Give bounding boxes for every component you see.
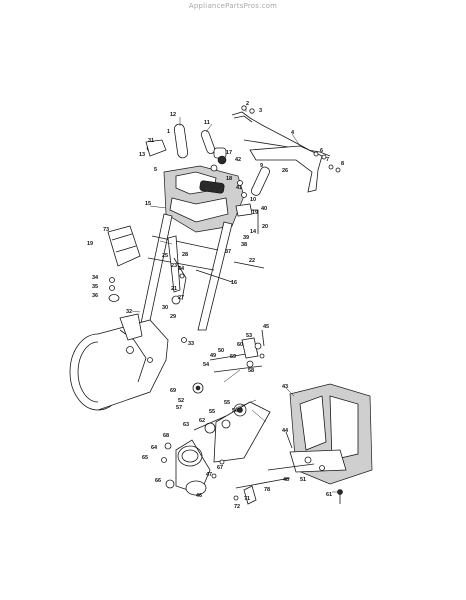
part-number-label: 29 bbox=[170, 314, 176, 320]
part-number-label: 17 bbox=[226, 150, 232, 156]
part-number-label: 58 bbox=[248, 368, 254, 374]
handle-frame bbox=[139, 203, 265, 331]
part-number-label: 28 bbox=[182, 252, 188, 258]
part-number-label: 12 bbox=[170, 112, 176, 118]
part-number-label: 48 bbox=[283, 477, 289, 483]
part-number-label: 47 bbox=[206, 472, 212, 478]
belt-drive bbox=[161, 382, 271, 496]
part-number-label: 61 bbox=[326, 492, 332, 498]
part-number-label: 2 bbox=[246, 101, 249, 107]
part-number-label: 21 bbox=[171, 286, 177, 292]
part-number-label: 5 bbox=[154, 167, 157, 173]
part-number-label: 4 bbox=[291, 130, 295, 136]
part-number-label: 42 bbox=[235, 157, 241, 163]
part-number-label: 62 bbox=[199, 418, 205, 424]
part-number-label: 13 bbox=[139, 152, 145, 158]
part-number-label: 38 bbox=[241, 242, 247, 248]
part-number-label: 9 bbox=[260, 163, 263, 169]
part-number-label: 44 bbox=[282, 428, 289, 434]
part-number-label: 53 bbox=[246, 333, 252, 339]
part-number-label: 26 bbox=[282, 168, 288, 174]
watermark: AppliancePartsPros.com bbox=[188, 2, 278, 10]
part-number-label: 52 bbox=[178, 398, 184, 404]
part-number-label: 8 bbox=[341, 161, 344, 167]
part-number-label: 50 bbox=[218, 348, 224, 354]
part-number-label: 40 bbox=[261, 206, 267, 212]
part-number-label: 63 bbox=[183, 422, 189, 428]
leader-lines bbox=[131, 106, 338, 493]
part-number-label: 59 bbox=[230, 354, 236, 360]
part-number-label: 68 bbox=[163, 433, 169, 439]
part-number-label: 16 bbox=[231, 280, 237, 286]
auger-housing bbox=[69, 313, 187, 411]
part-labels: 2 3 4 12 1 11 31 13 6 7 8 42 17 9 5 26 1… bbox=[87, 101, 344, 510]
part-number-label: 49 bbox=[210, 353, 216, 359]
part-number-label: 30 bbox=[162, 305, 168, 311]
part-number-label: 15 bbox=[145, 201, 151, 207]
part-number-label: 18 bbox=[226, 176, 232, 182]
part-number-label: 7 bbox=[326, 157, 329, 163]
control-cable-assembly bbox=[231, 105, 341, 193]
engine bbox=[233, 383, 373, 505]
part-number-label: 64 bbox=[151, 445, 158, 451]
part-number-label: 11 bbox=[204, 120, 210, 126]
part-number-label: 1 bbox=[167, 129, 170, 135]
part-number-label: 65 bbox=[142, 455, 148, 461]
chute-deflector bbox=[107, 225, 141, 302]
part-number-label: 27 bbox=[178, 295, 184, 301]
dashboard-panel bbox=[163, 155, 247, 233]
part-number-label: 69 bbox=[170, 388, 176, 394]
part-number-label: 55 bbox=[209, 409, 215, 415]
part-number-label: 78 bbox=[264, 487, 270, 493]
part-number-label: 19 bbox=[87, 241, 93, 247]
part-number-label: 20 bbox=[262, 224, 268, 230]
part-number-label: 31 bbox=[148, 138, 154, 144]
part-number-label: 19 bbox=[252, 210, 258, 216]
part-number-label: 51 bbox=[300, 477, 306, 483]
part-number-label: 72 bbox=[234, 504, 240, 510]
part-number-label: 41 bbox=[236, 185, 242, 191]
part-number-label: 67 bbox=[217, 465, 223, 471]
part-number-label: 73 bbox=[103, 227, 109, 233]
part-number-label: 10 bbox=[250, 197, 256, 203]
part-number-label: 71 bbox=[244, 496, 250, 502]
part-number-label: 60 bbox=[237, 342, 243, 348]
shift-linkage bbox=[209, 329, 265, 373]
part-number-label: 22 bbox=[249, 258, 255, 264]
part-number-label: 54 bbox=[203, 362, 210, 368]
part-number-label: 6 bbox=[320, 148, 323, 154]
part-number-label: 56 bbox=[232, 408, 238, 414]
part-number-label: 37 bbox=[225, 249, 231, 255]
part-number-label: 55 bbox=[224, 400, 230, 406]
part-number-label: 66 bbox=[155, 478, 161, 484]
part-number-label: 45 bbox=[263, 324, 269, 330]
part-number-label: 35 bbox=[92, 284, 98, 290]
part-number-label: 25 bbox=[162, 253, 168, 259]
part-number-label: 32 bbox=[126, 309, 132, 315]
handle-grips bbox=[145, 123, 270, 196]
part-number-label: 39 bbox=[243, 235, 249, 241]
part-number-label: 33 bbox=[188, 341, 194, 347]
part-number-label: 23 bbox=[171, 263, 177, 269]
part-number-label: 24 bbox=[178, 266, 185, 272]
part-number-label: 46 bbox=[196, 493, 202, 499]
part-number-label: 57 bbox=[176, 405, 182, 411]
part-number-label: 3 bbox=[259, 108, 262, 114]
part-number-label: 34 bbox=[92, 275, 99, 281]
part-number-label: 36 bbox=[92, 293, 98, 299]
part-number-label: 14 bbox=[250, 229, 257, 235]
part-number-label: 43 bbox=[282, 384, 288, 390]
